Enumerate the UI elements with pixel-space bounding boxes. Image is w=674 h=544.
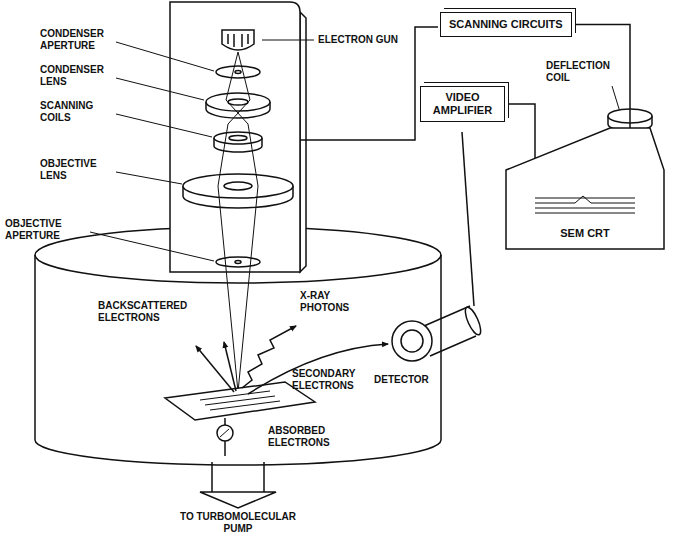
part-label: SECONDARY ELECTRONS [292,368,372,392]
backscatter-arrow [196,346,234,392]
leader-line [116,78,204,100]
leader-line [116,42,214,71]
part-label: SCANNING COILS [40,100,115,124]
column-board [170,2,300,272]
part-label: ABSORBED ELECTRONS [268,425,348,449]
pump-pipe [212,462,264,492]
leader-line [116,114,212,137]
scan-wire [300,27,438,140]
detector [392,321,432,361]
electron-gun [222,30,254,50]
objective-lens [183,174,293,198]
meter-needle [220,429,229,437]
leader-line [262,40,314,41]
aperture-hole [235,261,241,264]
condenser-aperture [216,66,260,78]
backscatter-arrow [224,342,236,391]
scan-lines [535,208,635,209]
chamber-rim [35,255,441,283]
part-label: CONDENSER APERTURE [40,28,115,52]
scan-lines [535,213,635,214]
part-label: TO TURBOMOLECULAR PUMP [168,511,308,535]
lens-bore [224,182,252,190]
leader-line [116,172,182,184]
aperture-hole [235,71,241,74]
circuit-box: SCANNING CIRCUITS [440,12,572,37]
node-text: SEM CRT [505,227,665,240]
detector-wire [462,132,474,306]
column-side [300,12,306,272]
xray-arrow [242,326,296,388]
part-label: OBJECTIVE APERTURE [5,218,89,242]
part-label: BACKSCATTERED ELECTRONS [98,300,198,324]
gun-detail [228,34,248,47]
specimen-grid [200,391,280,410]
part-label: CONDENSER LENS [40,64,115,88]
signal-wire [505,104,535,158]
leader-line [612,86,620,112]
crt-tube [506,128,664,249]
scan-lines [535,196,635,203]
signal-wire [572,25,630,129]
pump-arrow [200,492,276,508]
part-label: DEFLECTION COIL [546,60,616,84]
detector-tube-end [462,305,483,336]
current-meter [217,425,233,441]
circuit-box: VIDEO AMPLIFIER [420,86,505,122]
part-label: OBJECTIVE LENS [40,158,115,182]
lens-bore [228,99,248,105]
part-label: X-RAY PHOTONS [300,290,360,314]
detector-face [401,330,423,352]
part-label: ELECTRON GUN [318,34,398,46]
node-text: VIDEO AMPLIFIER [427,91,498,117]
part-label: DETECTOR [374,374,429,386]
condenser-lens [206,93,270,111]
electron-beam [226,52,258,392]
coil-bore [229,136,247,141]
crt-display: SEM CRT [505,120,665,250]
electron-beam [218,52,250,392]
scanning-coils [214,132,262,144]
secondary-arrow [248,344,388,394]
chamber [35,227,441,465]
objective-aperture [216,257,260,267]
leader-line [90,232,214,261]
node-text: SCANNING CIRCUITS [449,18,563,31]
